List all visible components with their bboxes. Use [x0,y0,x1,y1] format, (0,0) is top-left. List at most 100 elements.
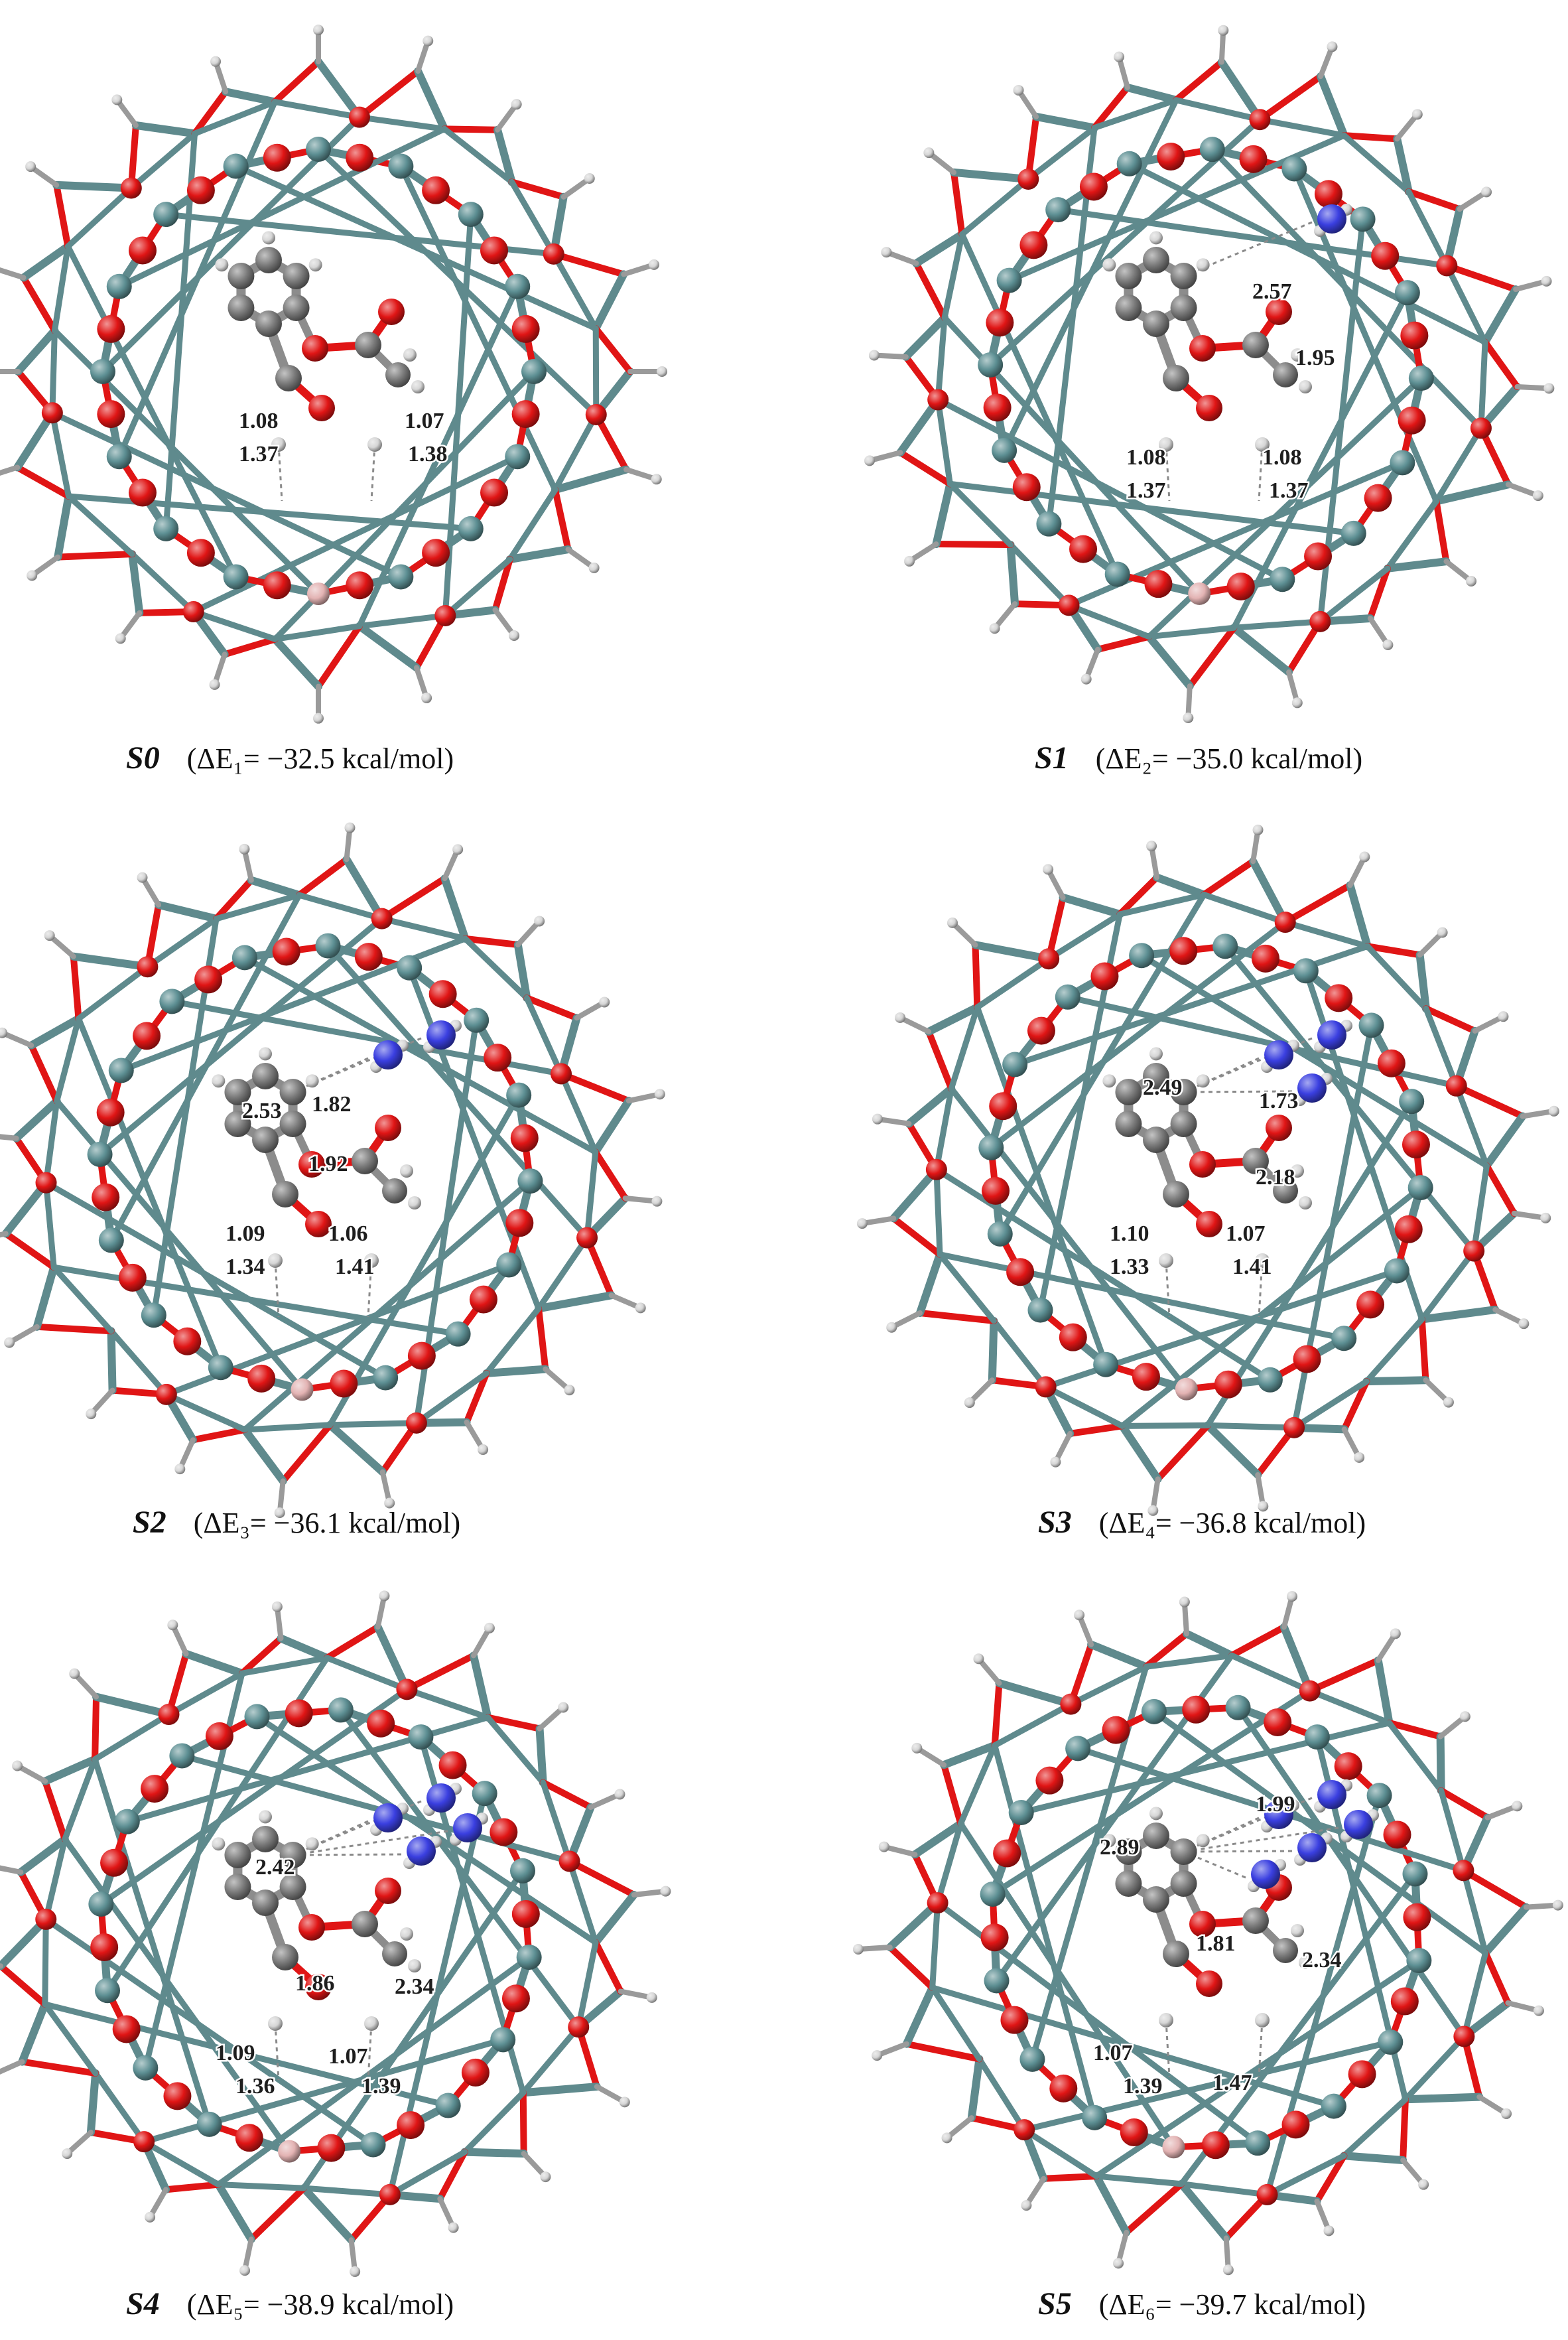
bond-line [1116,874,1161,918]
bond-line [327,1092,522,1428]
nitrogen-atom [426,1020,456,1050]
bond-line [0,1030,34,1048]
oxygen-atom [1403,1903,1431,1931]
hydrogen-bond [1258,1260,1264,1318]
panel-s3: 2.49 1.73 2.18 1.10 1.33 1.07 1.41 S3 (Δ… [856,824,1559,1540]
bond-line [460,2148,528,2158]
silicon-atom [106,444,132,470]
bond-line [324,1655,410,1692]
oxygen-atom [1334,1752,1362,1781]
bond-line [1317,72,1348,140]
bond-line [356,114,448,132]
bond-line [2,1230,58,1271]
bond-line [128,130,198,191]
bond-line [566,1858,637,1898]
bond-line [523,995,580,1022]
silicon-atom [521,359,547,384]
bond-line [69,952,152,971]
carbon-atom [252,1127,279,1153]
hydrogen-atom [239,843,250,855]
oxygen-atom [1189,1151,1216,1178]
bond-line [1173,97,1263,123]
oxygen-atom [505,1209,534,1237]
hydrogen-atom [1113,2258,1124,2269]
bond-line [1514,384,1552,391]
distance-label: 1.81 [1196,1931,1236,1956]
hydrogen-atom [313,25,324,36]
oxygen-atom [1157,142,1185,171]
cage-bonds [0,25,667,724]
hydrogen-atom [364,2016,379,2031]
hydrogen-atom [619,2097,630,2108]
bond-line [1400,2096,1409,2164]
bond-line [992,601,1018,632]
oxygen-atom [1090,962,1119,991]
silicon-atom [1399,1089,1425,1115]
hydrogen-atom [1512,1801,1523,1812]
oxygen-atom [925,1158,947,1180]
bond-line [49,409,72,500]
distance-label: 1.36 [235,2074,275,2099]
bond-line [901,313,949,361]
hydrogen-atom [210,56,222,67]
distance-label: 1.37 [239,442,279,466]
bond-line [247,876,304,900]
bond-line [509,178,557,257]
bond-line [933,1166,1274,1383]
structure-label: S1 [1035,740,1069,776]
silicon-atom [1406,1948,1432,1974]
hydrogen-bond [1258,444,1264,502]
bond-line [155,900,220,923]
silicon-atom [87,1141,113,1167]
silicon-atom [978,1135,1004,1160]
hydrogen-atom [1498,1011,1509,1022]
oxygen-atom [1356,1290,1385,1319]
bond-line [1083,646,1101,682]
distance-label: 1.37 [1126,478,1166,503]
bond-line [1405,188,1463,213]
interaction-energy: (ΔE₃= −36.1 kcal/mol) [194,1507,460,1539]
hydrogen-atom [1149,1807,1163,1821]
bond-line [86,2069,100,2137]
oxygen-atom [1453,2026,1475,2047]
bond-line [1008,541,1073,608]
bond-line [1228,1652,1313,1694]
bond-line [1423,1005,1460,1089]
silicon-atom [306,137,331,162]
bond-line [1264,2152,1347,2198]
hydrogen-bond [1183,1090,1293,1093]
bond-line [1505,2000,1541,2014]
bond-line [1279,1623,1314,1695]
bond-line [378,875,448,922]
structure-label: S0 [126,740,160,776]
hydrogen-atom [4,1337,15,1348]
carbon-atom [1143,310,1169,337]
carbon-atom [224,1874,251,1900]
bond-line [72,1671,99,1700]
hydrogen-atom [911,1742,923,1754]
distance-label: 1.38 [408,442,448,466]
oxygen-atom [186,176,215,204]
bond-line [1386,1720,1445,1794]
hydrogen-atom [584,172,595,184]
silicon-atom [1384,1258,1409,1284]
silicon-atom [208,1355,233,1381]
oxygen-atom [1398,406,1426,435]
oxygen-atom [980,1923,1009,1952]
bond-line [608,1292,643,1311]
silicon-atom [496,1252,522,1278]
bond-line [1077,1612,1094,1647]
oxygen-atom [173,1327,202,1355]
bond-line [375,1593,387,1630]
hydrogen-atom [313,713,324,724]
bond-line [64,184,135,249]
hydrogen-atom [1552,1899,1563,1911]
caption-s0: S0 (ΔE₁= −32.5 kcal/mol) [126,740,454,776]
oxygen-atom [438,1751,467,1779]
bond-line [592,1939,624,1995]
oxygen-atom [568,2016,590,2038]
bond-line [988,1316,998,1385]
oxygen-atom [1120,2118,1148,2147]
bond-line [1059,893,1124,919]
distance-label: 1.95 [1295,346,1335,370]
